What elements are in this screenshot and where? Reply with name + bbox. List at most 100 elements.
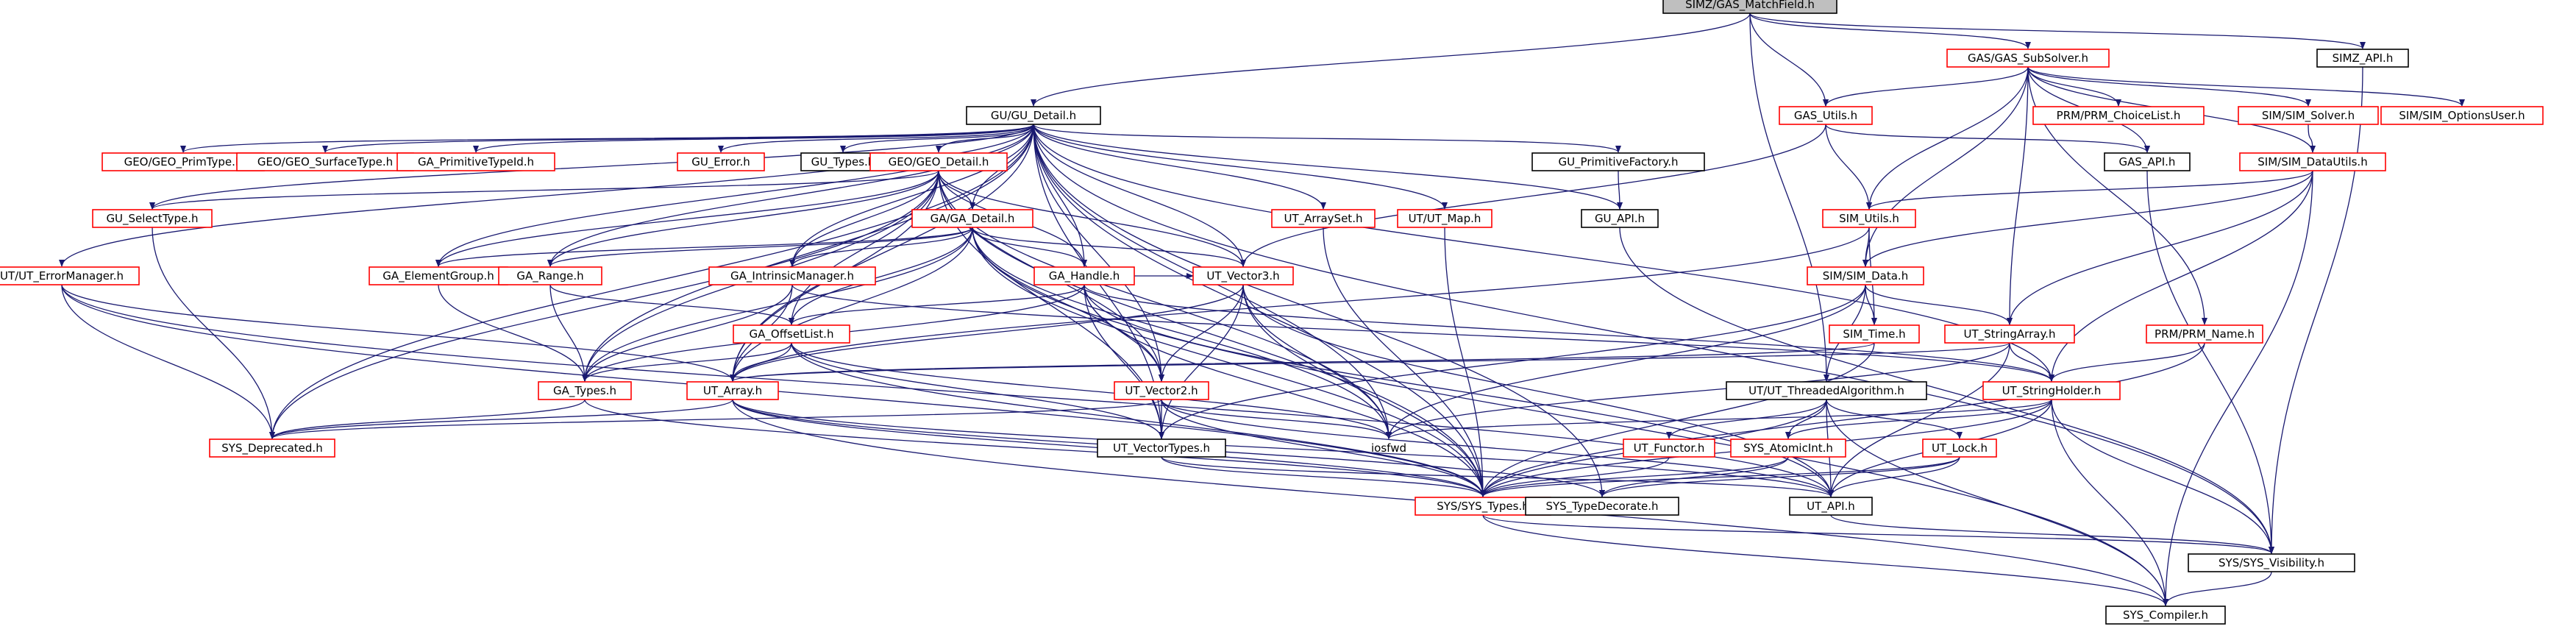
node-ga-types[interactable]: GA_Types.h (538, 381, 632, 400)
node-gas-utils[interactable]: GAS_Utils.h (1779, 106, 1873, 125)
node-ut-vectortypes[interactable]: UT_VectorTypes.h (1097, 439, 1226, 458)
node-gas-subsolver[interactable]: GAS/GAS_SubSolver.h (1946, 49, 2110, 68)
edge-sys_types-to-sys_compiler (1482, 514, 2168, 606)
node-ut-threadedalgorithm[interactable]: UT/UT_ThreadedAlgorithm.h (1726, 381, 1927, 400)
edge-ga_handle-to-ut_stringholder (1084, 284, 2054, 382)
edge-ut_vector3-to-iosfwd (1242, 284, 1392, 439)
node-box (1944, 324, 2075, 344)
node-ut-array[interactable]: UT_Array.h (686, 381, 779, 400)
edge-ut_api-to-sys_visibility (1830, 514, 2274, 554)
node-ut-lock[interactable]: UT_Lock.h (1922, 439, 1997, 458)
node-ut-map[interactable]: UT/UT_Map.h (1397, 209, 1492, 228)
edge-gu_detail-to-ga_types (582, 124, 1034, 382)
edge-root-to-gas_subsolver (1749, 13, 2031, 49)
node-label: SYS_Deprecated.h (221, 441, 322, 455)
edge-ga_handle-to-ga_offsetlist (789, 284, 1085, 325)
node-layer: SIMZ/GAS_MatchField.hGU/GU_Detail.h GAS/G… (0, 0, 2544, 625)
node-ut-stringarray[interactable]: UT_StringArray.h (1944, 324, 2075, 344)
node-ut-functor[interactable]: UT_Functor.h (1623, 439, 1715, 458)
node-label: UT_Vector3.h (1206, 269, 1279, 283)
node-label: GA_OffsetList.h (750, 327, 834, 341)
edge-gu_detail-to-geo_primtype (180, 124, 1034, 153)
node-ut-stringholder[interactable]: UT_StringHolder.h (1982, 381, 2121, 400)
edge-prm_name-to-sys_types (1480, 342, 2205, 497)
node-simz-api[interactable]: SIMZ_API.h (2316, 49, 2409, 68)
node-ut-api[interactable]: UT_API.h (1789, 497, 1873, 516)
node-label: GA_ElementGroup.h (383, 269, 494, 283)
edge-gu_detail-to-gu_error (718, 124, 1034, 153)
edge-ut_vector3-to-ut_array (730, 284, 1244, 382)
node-iosfwd[interactable]: iosfwd (1371, 441, 1406, 455)
node-label: SYS/SYS_Types.h (1437, 500, 1529, 514)
edge-ga_intrinsicmanager-to-ga_types (582, 284, 793, 382)
node-sim-optionsuser[interactable]: SIM/SIM_OptionsUser.h (2380, 106, 2544, 125)
node-box (209, 439, 335, 458)
edge-gu_detail-to-sys_deprecated (269, 124, 1034, 439)
node-gu-error[interactable]: GU_Error.h (677, 152, 765, 171)
node-ga-offsetlist[interactable]: GA_OffsetList.h (733, 324, 850, 344)
node-label: UT_Lock.h (1932, 441, 1988, 455)
edge-gas_subsolver-to-sim_data (1862, 66, 2029, 267)
node-label: SIM/SIM_Solver.h (2262, 109, 2355, 123)
node-ga-elementgroup[interactable]: GA_ElementGroup.h (369, 266, 508, 285)
node-geo-surfacetype[interactable]: GEO/GEO_SurfaceType.h (236, 152, 414, 171)
node-ut-vector3[interactable]: UT_Vector3.h (1192, 266, 1294, 285)
edge-ga_detail-to-ga_intrinsicmanager (789, 227, 973, 267)
edge-gas_utils-to-gas_api (1825, 124, 2150, 153)
node-label: GA_Range.h (516, 269, 583, 283)
node-box (92, 209, 213, 228)
node-prm-choicelist[interactable]: PRM/PRM_ChoiceList.h (2032, 106, 2205, 125)
node-root[interactable]: SIMZ/GAS_MatchField.h (1662, 0, 1837, 14)
node-box (1726, 381, 1927, 400)
node-ga-range[interactable]: GA_Range.h (498, 266, 602, 285)
node-label: SIMZ_API.h (2333, 52, 2394, 65)
node-ga-primtypeid[interactable]: GA_PrimitiveTypeId.h (396, 152, 555, 171)
edge-ut_vector3-to-sys_types (1242, 284, 1486, 497)
node-sim-data[interactable]: SIM/SIM_Data.h (1807, 266, 1924, 285)
node-box (1922, 439, 1997, 458)
node-label: SIM/SIM_OptionsUser.h (2399, 109, 2525, 123)
edge-sim_datautils-to-ut_stringarray (2007, 170, 2313, 325)
edge-ut_threadedalgorithm-to-sys_compiler (1826, 399, 2168, 606)
node-sim-solver[interactable]: SIM/SIM_Solver.h (2238, 106, 2379, 125)
node-ut-arrayset[interactable]: UT_ArraySet.h (1271, 209, 1376, 228)
node-gas-api[interactable]: GAS_API.h (2104, 152, 2191, 171)
edge-ga_offsetlist-to-ut_vectortypes (791, 342, 1164, 439)
node-sys-visibility[interactable]: SYS/SYS_Visibility.h (2188, 553, 2355, 572)
edge-ut_threadedalgorithm-to-ut_functor (1666, 399, 1827, 439)
edge-ut_vectortypes-to-ut_api (1161, 456, 1834, 497)
node-sys-typedecorate[interactable]: SYS_TypeDecorate.h (1525, 497, 1679, 516)
node-box (1192, 266, 1294, 285)
node-geo-detail[interactable]: GEO/GEO_Detail.h (869, 152, 1008, 171)
edge-gu_detail-to-sys_typedecorate (1033, 124, 1605, 497)
node-ga-handle[interactable]: GA_Handle.h (1033, 266, 1135, 285)
node-ga-detail[interactable]: GA/GA_Detail.h (911, 209, 1033, 228)
edge-ut_vector2-to-iosfwd (1161, 399, 1392, 439)
edge-root-to-simz_api (1749, 13, 2366, 49)
node-sys-compiler[interactable]: SYS_Compiler.h (2105, 606, 2226, 625)
node-label: GA_Handle.h (1049, 269, 1120, 283)
node-sim-datautils[interactable]: SIM/SIM_DataUtils.h (2239, 152, 2386, 171)
edge-ga_detail-to-ga_range (547, 227, 973, 267)
edge-gu_detail-to-sys_visibility (1033, 124, 2274, 554)
node-box (498, 266, 602, 285)
node-sys-atomicint[interactable]: SYS_AtomicInt.h (1730, 439, 1846, 458)
node-label: GEO/GEO_PrimType.h (124, 155, 243, 169)
node-gu-primfactory[interactable]: GU_PrimitiveFactory.h (1531, 152, 1705, 171)
node-ut-vector2[interactable]: UT_Vector2.h (1114, 381, 1209, 400)
edge-gas_utils-to-sim_utils (1825, 124, 1872, 210)
node-sys-deprecated[interactable]: SYS_Deprecated.h (209, 439, 335, 458)
node-sim-utils[interactable]: SIM_Utils.h (1822, 209, 1916, 228)
node-gu-detail[interactable]: GU/GU_Detail.h (966, 106, 1101, 125)
node-label: GAS/GAS_SubSolver.h (1968, 52, 2088, 65)
node-box (1982, 381, 2121, 400)
node-box (2032, 106, 2205, 125)
node-gu-selecttype[interactable]: GU_SelectType.h (92, 209, 213, 228)
edge-layer (59, 13, 2465, 606)
edge-gu_detail-to-ga_primtypeid (473, 124, 1034, 153)
node-ut-errormanager[interactable]: UT/UT_ErrorManager.h (0, 266, 140, 285)
node-prm-name[interactable]: PRM/PRM_Name.h (2146, 324, 2263, 344)
node-sim-time[interactable]: SIM_Time.h (1829, 324, 1920, 344)
node-gu-api[interactable]: GU_API.h (1581, 209, 1659, 228)
node-ga-intrinsicmanager[interactable]: GA_IntrinsicManager.h (708, 266, 876, 285)
